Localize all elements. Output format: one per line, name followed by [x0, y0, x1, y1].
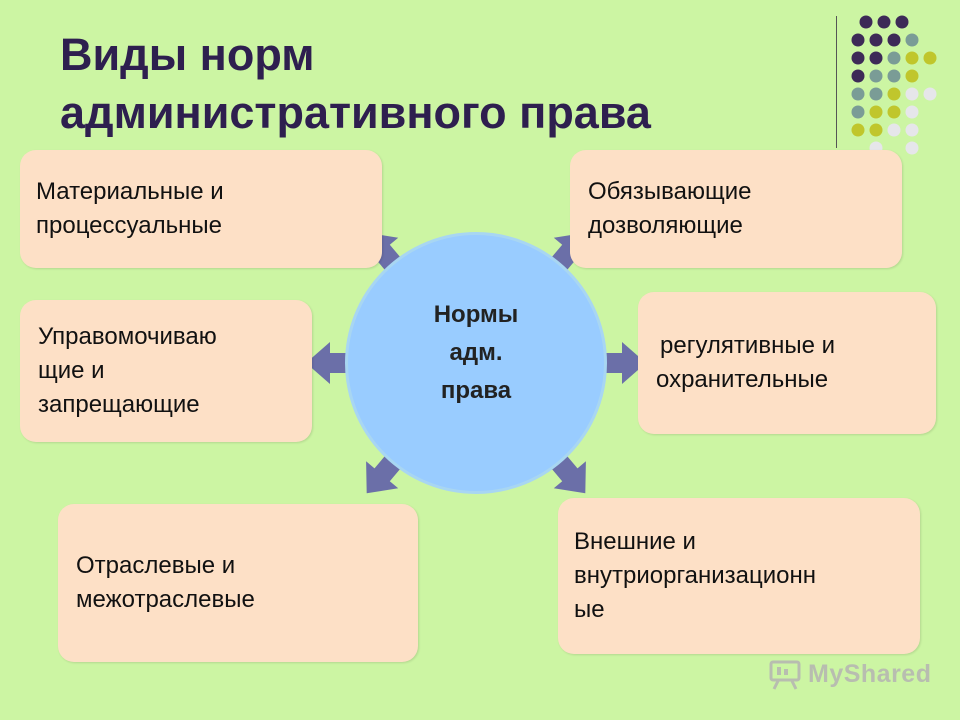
- box-text-line: дозволяющие: [588, 212, 743, 239]
- slide-title: Виды норм административного права: [60, 26, 820, 142]
- decor-dot: [877, 15, 891, 29]
- decor-dot: [905, 123, 919, 137]
- decor-dot: [869, 51, 883, 65]
- decor-dot: [887, 69, 901, 83]
- decor-dot: [851, 33, 865, 47]
- decor-dot: [869, 123, 883, 137]
- decor-dot: [851, 123, 865, 137]
- box-text-line: щие и: [38, 357, 105, 384]
- decor-dot: [869, 33, 883, 47]
- decor-dot: [905, 105, 919, 119]
- center-circle: Нормы адм. права: [345, 232, 607, 494]
- box-text-line: регулятивные и: [660, 332, 835, 359]
- box-material-procedural: Материальные и процессуальные: [20, 150, 382, 268]
- decor-dot: [905, 33, 919, 47]
- decor-dot: [851, 51, 865, 65]
- decor-dot: [887, 87, 901, 101]
- connector-arrow: [600, 342, 646, 384]
- decor-dot: [851, 69, 865, 83]
- box-empowering-prohibiting: Управомочиваю щие и запрещающие: [20, 300, 312, 442]
- watermark-text: MyShared: [808, 659, 932, 688]
- decor-dot: [851, 87, 865, 101]
- box-text-line: межотраслевые: [76, 586, 255, 613]
- center-text-line: Нормы: [433, 301, 519, 328]
- decor-dot: [869, 105, 883, 119]
- box-text-line: внутриорганизационн: [574, 562, 817, 589]
- decor-dot: [869, 87, 883, 101]
- decor-dot: [923, 51, 937, 65]
- box-text-line: запрещающие: [38, 391, 200, 418]
- decor-dot: [851, 105, 865, 119]
- box-text-line: Внешние и: [574, 528, 696, 555]
- box-text-line: Управомочиваю: [38, 323, 217, 350]
- box-text-line: Материальные и: [36, 178, 224, 205]
- decor-dot-grid: [851, 15, 937, 155]
- decor-dot: [887, 105, 901, 119]
- box-text-line: Обязывающие: [588, 178, 752, 205]
- box-external-internal: Внешние и внутриорганизационн ые: [558, 498, 920, 654]
- decor-divider-line: [836, 16, 837, 148]
- decor-dot: [859, 15, 873, 29]
- box-text-line: охранительные: [656, 366, 829, 393]
- title-line-2: административного права: [60, 87, 651, 138]
- box-regulative-protective: регулятивные и охранительные: [638, 292, 936, 434]
- decor-dot: [887, 51, 901, 65]
- box-text-line: Отраслевые и: [76, 552, 236, 579]
- center-text-line: адм.: [449, 339, 503, 366]
- decor-dot: [869, 69, 883, 83]
- connector-arrow: [306, 342, 352, 384]
- decor-dot: [905, 51, 919, 65]
- title-line-1: Виды норм: [60, 29, 315, 80]
- decor-dot: [887, 123, 901, 137]
- decor-dot: [887, 33, 901, 47]
- presentation-board-icon: [769, 660, 801, 690]
- decor-dot: [905, 141, 919, 155]
- decor-dot: [895, 15, 909, 29]
- decor-dot: [923, 87, 937, 101]
- box-obligating-permitting: Обязывающие дозволяющие: [570, 150, 902, 268]
- box-text-line: ые: [574, 596, 605, 623]
- box-text-line: процессуальные: [36, 212, 222, 239]
- decor-dot: [905, 69, 919, 83]
- decor-dot: [905, 87, 919, 101]
- box-sectoral-intersectoral: Отраслевые и межотраслевые: [58, 504, 418, 662]
- center-text-line: права: [440, 377, 512, 404]
- watermark-logo: MyShared: [768, 656, 931, 692]
